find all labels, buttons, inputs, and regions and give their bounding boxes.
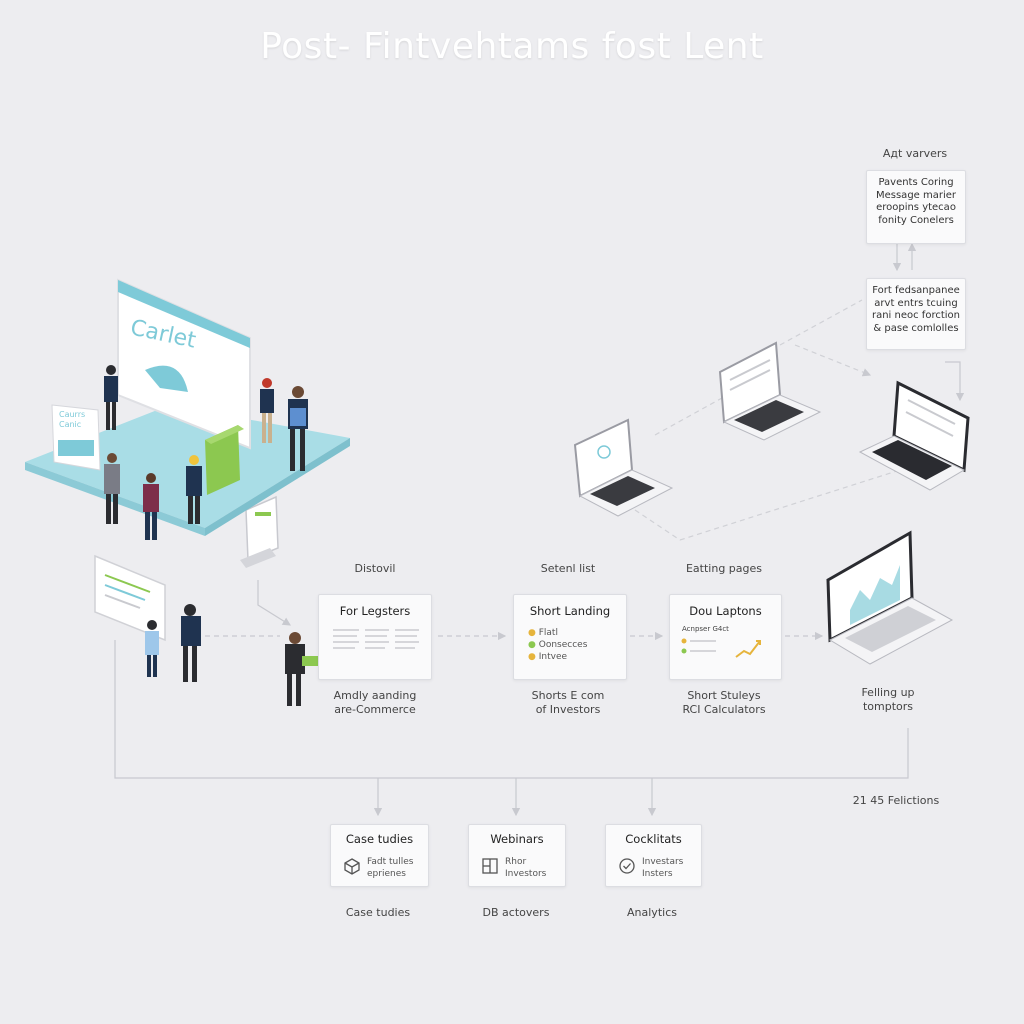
right-box2-line: arvt entrs tcuing — [874, 297, 958, 309]
stage4-caption-line: Felling up — [861, 686, 915, 699]
box-line: Fadt tulles — [367, 857, 414, 867]
stage2-caption-line: of Investors — [535, 703, 601, 716]
stage2-box-title: Short Landing — [529, 604, 611, 618]
webinars-title: Webinars — [490, 832, 544, 846]
stage3-mini-label: Acnpser G4ct — [682, 625, 729, 633]
footer-note: 21 45 Felictions — [852, 794, 940, 807]
stage2-caption-line: Shorts E com — [531, 689, 605, 702]
bullet-dot-icon: ● — [528, 640, 536, 650]
right-box1-line: fonity Conelers — [878, 214, 954, 226]
bullet-item: ● Oonsecces — [528, 639, 626, 651]
stage3-box: Dou Laptons Acnpser G4ct — [669, 594, 782, 680]
right-box1-line: eroopins ytecao — [876, 202, 956, 213]
booth-card-text: Caurrs Canic — [59, 410, 85, 430]
bullet-dot-icon: ● — [528, 652, 536, 662]
box-line: Investors — [505, 869, 547, 879]
box-line: Insters — [642, 869, 673, 879]
checklists-caption: Analytics — [627, 906, 677, 919]
document-lines-icon — [333, 629, 419, 649]
stage2-header: Setenl list — [540, 562, 596, 575]
stage4-caption: Felling up tomptors — [828, 686, 948, 714]
bullet-item: ● Intvee — [528, 651, 626, 663]
right-box1-line: Message marier — [875, 189, 957, 201]
page-title: Post- Fintvehtams fost Lent — [260, 26, 764, 67]
webinars-lines: Rhor Investors — [505, 856, 546, 880]
stage1-box-title: For Legsters — [339, 604, 411, 618]
stage1-caption: Amdly aanding are-Commerce — [315, 689, 435, 717]
right-box2-line: Fort fedsanpanee — [872, 285, 960, 296]
stage3-header: Eatting pages — [685, 562, 763, 575]
checklists-lines: Investars Insters — [642, 856, 683, 880]
webinars-box: Webinars Rhor Investors — [468, 824, 566, 887]
bullet-item: ● Flatl — [528, 627, 626, 639]
bullet-text: Oonsecces — [538, 640, 588, 650]
box-line: Investars — [642, 857, 684, 867]
stage3-box-title: Dou Laptons — [689, 604, 762, 618]
box-line: eprienes — [367, 869, 406, 879]
right-box2-line: & pase comlolles — [873, 322, 959, 334]
checklists-title: Cocklitats — [625, 832, 682, 846]
stage4-caption-line: tomptors — [862, 700, 914, 713]
case-studies-title: Case tudies — [345, 832, 414, 846]
checklists-box: Cocklitats Investars Insters — [605, 824, 702, 887]
stage1-caption-line: are-Commerce — [334, 703, 416, 716]
bullet-text: Flatl — [538, 628, 558, 638]
stage1-box: For Legsters — [318, 594, 432, 680]
right-info-box-1: Pavents Coring Message marier eroopins y… — [866, 170, 966, 244]
right-column-header: Aдt varvers — [882, 147, 948, 160]
bullet-dot-icon: ● — [528, 628, 536, 638]
booth-card-line: Caurrs — [59, 410, 86, 419]
right-box2-line: rani neoc forction — [871, 310, 960, 321]
stage3-caption-line: Short Stuleys — [687, 689, 761, 702]
stage1-header: Distovil — [354, 562, 396, 575]
bullet-text: Intvee — [538, 652, 568, 662]
stage1-caption-line: Amdly aanding — [333, 689, 417, 702]
booth-card-line: Canic — [59, 420, 82, 429]
stage2-caption: Shorts E com of Investors — [508, 689, 628, 717]
stage2-box: Short Landing ● Flatl ● Oonsecces ● Intv… — [513, 594, 627, 680]
right-box1-line: Pavents Coring — [878, 177, 954, 188]
webinars-caption: DB actovers — [482, 906, 550, 919]
case-studies-caption: Case tudies — [345, 906, 411, 919]
trend-chart-icon — [681, 638, 761, 658]
right-info-box-2: Fort fedsanpanee arvt entrs tcuing rani … — [866, 278, 966, 350]
box-line: Rhor — [505, 857, 527, 867]
case-studies-lines: Fadt tulles eprienes — [367, 856, 413, 880]
stage3-caption-line: RCI Calculators — [682, 703, 766, 716]
stage3-caption: Short Stuleys RCI Calculators — [664, 689, 784, 717]
case-studies-box: Case tudies Fadt tulles eprienes — [330, 824, 429, 887]
